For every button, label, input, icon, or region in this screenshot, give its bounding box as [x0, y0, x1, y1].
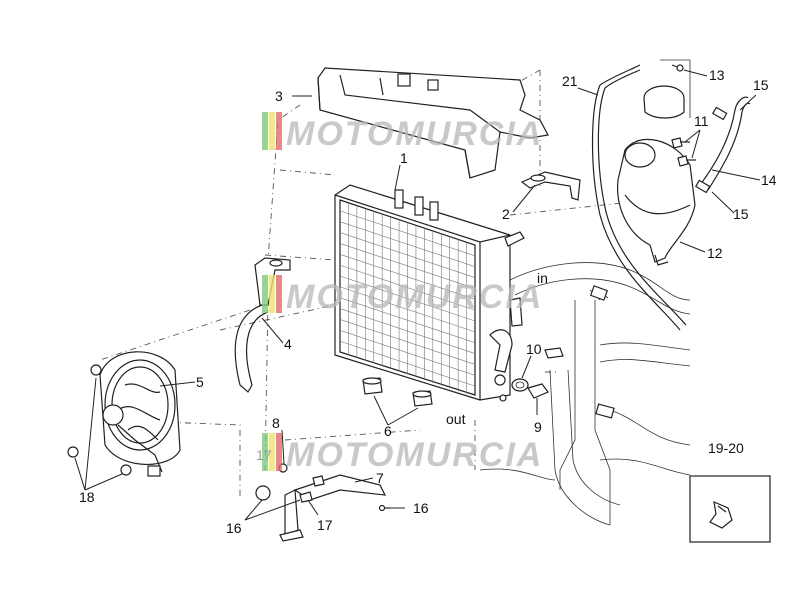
label-15-lower: 15	[733, 206, 749, 222]
label-2: 2	[502, 206, 510, 222]
label-14: 14	[761, 172, 777, 188]
label-6: 6	[384, 423, 392, 439]
part-13-cap	[643, 59, 691, 119]
label-1: 1	[400, 150, 408, 166]
label-13: 13	[709, 67, 725, 83]
label-12: 12	[707, 245, 723, 261]
label-18: 18	[79, 489, 95, 505]
label-in: in	[537, 270, 548, 286]
part-labels: 3 1 2 4 5 18 6 8 17 7 16 16 17 out in 9 …	[79, 67, 777, 536]
label-15-upper: 15	[753, 77, 769, 93]
part-3-shroud	[317, 67, 549, 179]
label-19-20: 19-20	[708, 440, 744, 456]
label-17-upper: 17	[256, 447, 272, 463]
part-6-grommets	[362, 377, 433, 407]
part-9-10-sensor	[499, 347, 564, 402]
part-5-fan	[67, 351, 181, 477]
label-16-right: 16	[413, 500, 429, 516]
label-16-left: 16	[226, 520, 242, 536]
label-5: 5	[196, 374, 204, 390]
label-7: 7	[376, 470, 384, 486]
label-17: 17	[317, 517, 333, 533]
part-2-bracket	[520, 171, 581, 201]
label-11: 11	[694, 113, 709, 129]
watermark-3: MOTOMURCIA	[262, 433, 543, 474]
part-7-lower-bracket	[255, 463, 390, 542]
label-21: 21	[562, 73, 578, 89]
radiator-core-grid	[339, 202, 476, 395]
svg-text:MOTOMURCIA: MOTOMURCIA	[286, 436, 543, 474]
label-9: 9	[534, 419, 542, 435]
part-12-expansion-tank	[617, 138, 696, 266]
part-1-radiator	[334, 184, 525, 401]
label-8: 8	[272, 415, 280, 431]
part-11-screws	[671, 137, 696, 167]
label-10: 10	[526, 341, 542, 357]
watermark-2: MOTOMURCIA	[262, 275, 543, 316]
leader-lines	[74, 69, 761, 521]
label-4: 4	[284, 336, 292, 352]
svg-text:MOTOMURCIA: MOTOMURCIA	[286, 278, 543, 316]
part-19-20-detail-box	[689, 475, 771, 543]
label-3: 3	[275, 88, 283, 104]
svg-text:MOTOMURCIA: MOTOMURCIA	[286, 115, 543, 153]
label-out: out	[446, 411, 466, 427]
coolant-hoses	[479, 262, 691, 526]
watermark-1: MOTOMURCIA	[262, 112, 543, 153]
